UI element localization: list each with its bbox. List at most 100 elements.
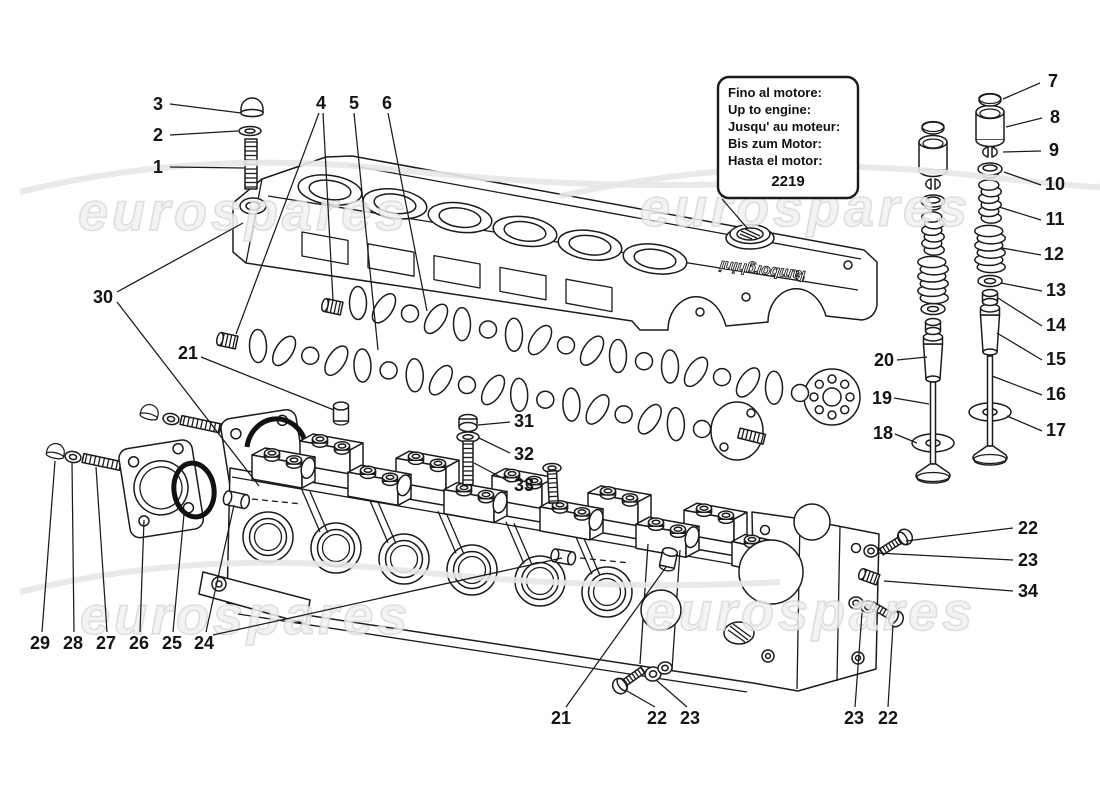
- watermark-text: eurospares: [645, 582, 976, 642]
- leader-line: [905, 527, 1014, 542]
- leader-line: [478, 437, 511, 454]
- leader-line: [1001, 247, 1042, 256]
- leader-line: [1003, 171, 1042, 186]
- callout-label-23: 23: [844, 708, 864, 728]
- callout-label-23: 23: [1018, 550, 1038, 570]
- leader-line: [353, 112, 379, 351]
- callout-label-5: 5: [349, 93, 359, 113]
- callout-label-3: 3: [153, 94, 163, 114]
- head-timing-face: [639, 503, 865, 690]
- watermark-text: eurospares: [78, 182, 409, 242]
- callout-label-1: 1: [153, 157, 163, 177]
- leader-line: [876, 552, 1014, 561]
- leader-line: [200, 356, 335, 411]
- leader-line: [655, 679, 688, 708]
- cam-bearing-towers: [251, 433, 786, 576]
- note-line-de: Bis zum Motor:: [728, 136, 822, 151]
- callout-label-34: 34: [1018, 581, 1038, 601]
- valve-assemblies-drawing: [911, 92, 1012, 484]
- callout-label-2: 2: [153, 125, 163, 145]
- callout-label-33: 33: [514, 475, 534, 495]
- callout-label-31: 31: [514, 411, 534, 431]
- callout-label-23: 23: [680, 708, 700, 728]
- callout-label-22: 22: [1018, 518, 1038, 538]
- leader-line: [997, 297, 1043, 327]
- leader-line: [205, 504, 235, 633]
- leader-line: [854, 612, 863, 708]
- cover-side-panels: [301, 231, 613, 313]
- engine-number-note-box: Fino al motore: Up to engine: Jusqu' au …: [716, 75, 860, 230]
- leader-line: [1005, 117, 1043, 128]
- callout-label-16: 16: [1046, 384, 1066, 404]
- leader-line: [212, 557, 563, 636]
- leader-line: [998, 206, 1042, 221]
- note-line-es: Hasta el motor:: [728, 153, 823, 168]
- leader-line: [1006, 415, 1043, 432]
- leader-line: [887, 624, 894, 708]
- callout-label-19: 19: [872, 388, 892, 408]
- leader-line: [1000, 282, 1043, 292]
- leader-line: [996, 332, 1043, 361]
- leader-line: [896, 356, 928, 361]
- callout-label-11: 11: [1045, 209, 1064, 229]
- leader-line: [116, 301, 260, 487]
- callout-label-18: 18: [873, 423, 893, 443]
- cylinder-head-drawing: [198, 408, 880, 693]
- leader-line: [893, 397, 930, 405]
- leader-line: [387, 112, 428, 312]
- leader-line: [169, 103, 242, 114]
- callout-label-17: 17: [1046, 420, 1066, 440]
- callout-label-6: 6: [382, 93, 392, 113]
- callout-label-10: 10: [1045, 174, 1065, 194]
- callout-label-9: 9: [1049, 140, 1059, 160]
- small-parts-drawing: [45, 97, 914, 695]
- callout-label-32: 32: [514, 444, 534, 464]
- leader-line: [894, 433, 918, 444]
- leader-line: [169, 130, 239, 136]
- leader-line: [235, 112, 320, 335]
- leader-line: [1002, 150, 1042, 153]
- callout-label-22: 22: [878, 708, 898, 728]
- callout-label-21: 21: [551, 708, 571, 728]
- note-line-en: Up to engine:: [728, 102, 811, 117]
- valve-cover-drawing: lamborghini: [232, 155, 878, 331]
- callout-label-14: 14: [1046, 315, 1066, 335]
- oil-filler-cap: [725, 223, 775, 250]
- callout-label-28: 28: [63, 633, 83, 653]
- leader-line: [626, 690, 656, 708]
- callout-label-21: 21: [178, 343, 198, 363]
- note-line-fr: Jusqu' au moteur:: [728, 119, 840, 134]
- callout-label-20: 20: [874, 350, 894, 370]
- callout-label-22: 22: [647, 708, 667, 728]
- callout-label-7: 7: [1048, 71, 1058, 91]
- leader-line: [172, 513, 185, 633]
- callout-label-29: 29: [30, 633, 50, 653]
- camshafts-drawing: [248, 285, 861, 461]
- callout-label-13: 13: [1046, 280, 1066, 300]
- head-front-ribs: [301, 489, 601, 576]
- callout-label-26: 26: [129, 633, 149, 653]
- leader-line: [322, 112, 334, 301]
- leader-line: [477, 421, 511, 426]
- callout-label-25: 25: [162, 633, 182, 653]
- installed-oring-arc: [244, 416, 308, 448]
- note-line-it: Fino al motore:: [728, 85, 822, 100]
- engine-number: 2219: [771, 173, 804, 190]
- callout-label-15: 15: [1046, 349, 1066, 369]
- callout-label-8: 8: [1050, 107, 1060, 127]
- cover-cam-openings: [297, 174, 688, 275]
- leader-line: [169, 166, 245, 169]
- callout-label-27: 27: [96, 633, 116, 653]
- leader-line: [473, 462, 511, 483]
- callout-label-24: 24: [194, 633, 214, 653]
- leader-line: [1002, 82, 1041, 100]
- callout-label-12: 12: [1044, 244, 1064, 264]
- leader-line: [565, 566, 667, 708]
- leader-line: [991, 375, 1043, 396]
- leader-line: [71, 462, 75, 633]
- leader-line: [41, 460, 56, 633]
- head-lug: [198, 571, 311, 625]
